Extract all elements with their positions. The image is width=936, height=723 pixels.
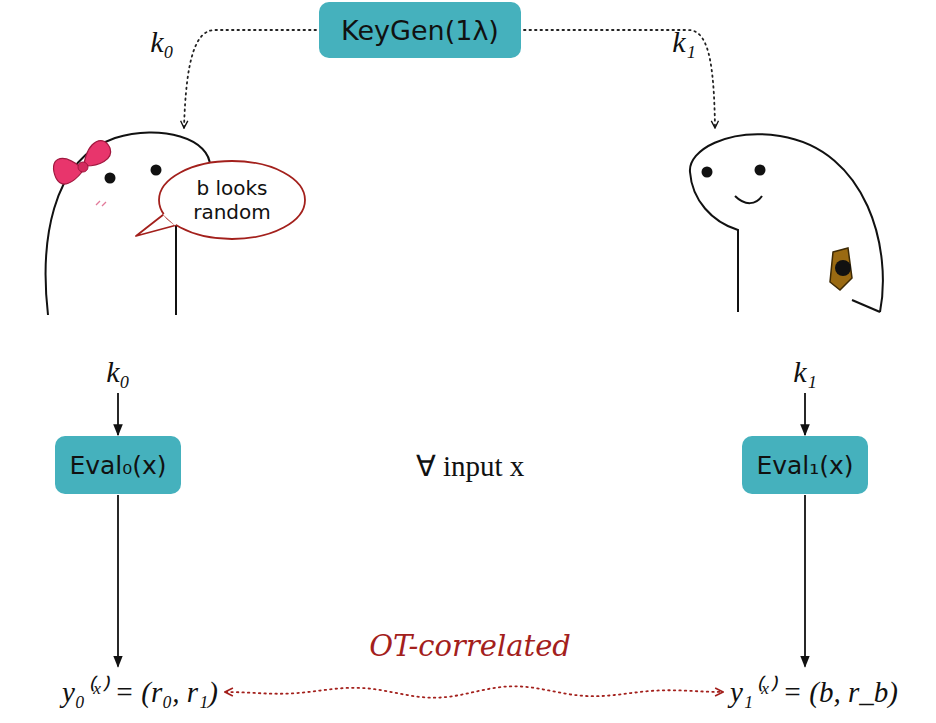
output-label: y₁⁽ˣ⁾ = (b, r_b) [730, 671, 898, 710]
bob-character [690, 134, 883, 312]
bubble-seam [163, 212, 178, 226]
node-text: Eval₀(x) [69, 451, 166, 480]
node-text: b looks random [184, 176, 280, 224]
eval-box: Eval₁(x) [742, 436, 868, 494]
correlation-arrow [226, 686, 722, 697]
flow-arrow [117, 495, 119, 667]
key-label: k₀ [106, 355, 130, 389]
key-label: k₀ [150, 25, 174, 59]
flow-arrow [117, 393, 119, 435]
node-text: Eval₁(x) [756, 451, 853, 480]
keygen-box: KeyGen(1λ) [319, 2, 521, 58]
speech-bubble: b looks random [158, 160, 306, 240]
quantifier-note: ∀ input x [416, 449, 525, 483]
key-label: k₁ [793, 355, 817, 389]
output-label: y₀⁽ˣ⁾ = (r₀, r₁) [62, 671, 218, 710]
correlation-label: OT-correlated [369, 629, 571, 663]
flow-arrow [804, 393, 806, 435]
flow-arrow [804, 495, 806, 667]
bubble-ellipse [159, 161, 305, 239]
eval-box: Eval₀(x) [55, 436, 181, 494]
key-label: k₁ [672, 25, 696, 59]
node-text: KeyGen(1λ) [341, 15, 499, 46]
key-arrow [184, 30, 316, 128]
